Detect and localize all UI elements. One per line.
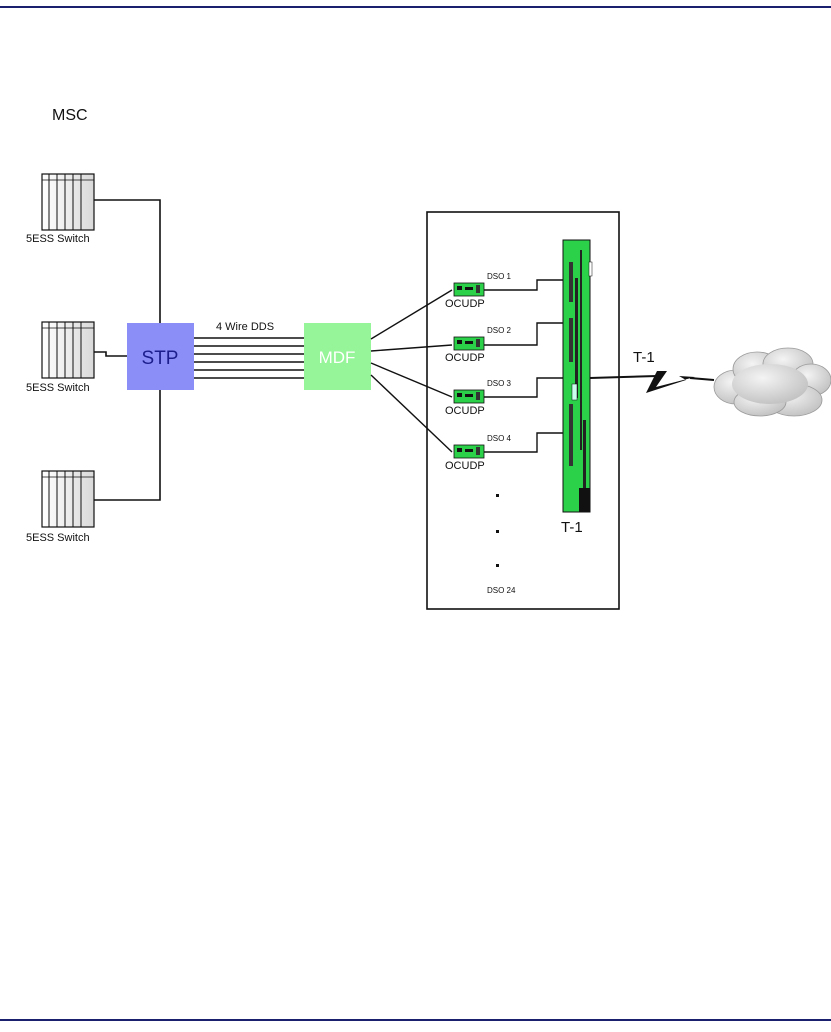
ocudp-label: OCUDP [445, 460, 485, 472]
channel-label: DSO 3 [487, 379, 512, 388]
t1-card[interactable]: T-1 [561, 239, 593, 536]
dds-label: 4 Wire DDS [216, 321, 274, 333]
ocudp-card-3[interactable]: DSO 3 OCUDP [445, 379, 512, 417]
mdf-fanout [370, 289, 453, 453]
switch-label: 5ESS Switch [26, 532, 90, 544]
t1-link-label: T-1 [633, 349, 655, 366]
channel-label: DSO 1 [487, 272, 512, 281]
t1-card-label: T-1 [561, 519, 583, 536]
ellipsis-dots-icon [496, 494, 499, 567]
network-cloud-icon [713, 347, 831, 417]
switch-cabinet-icon [41, 470, 95, 528]
switch-1[interactable]: 5ESS Switch [26, 173, 95, 245]
circuit-card-icon [453, 389, 485, 404]
switch-label: 5ESS Switch [26, 382, 90, 394]
ocudp-card-2[interactable]: DSO 2 OCUDP [445, 326, 512, 364]
last-channel-label: DSO 24 [487, 586, 516, 595]
msc-label: MSC [52, 107, 88, 124]
switch-cabinet-icon [41, 173, 95, 231]
bottom-rule [0, 1019, 831, 1021]
ocudp-label: OCUDP [445, 405, 485, 417]
switch-wiring [94, 199, 161, 501]
t1-link: T-1 [589, 349, 715, 393]
channel-bank-frame [426, 211, 620, 610]
circuit-card-icon [453, 336, 485, 351]
stp-label: STP [142, 348, 179, 369]
switch-3[interactable]: 5ESS Switch [26, 470, 95, 544]
mdf-label: MDF [319, 348, 356, 367]
lightning-bolt-icon [646, 371, 695, 393]
stp-node[interactable]: STP [127, 323, 194, 390]
ocudp-label: OCUDP [445, 298, 485, 310]
switch-cabinet-icon [41, 321, 95, 379]
dds-wires [194, 337, 304, 379]
mdf-node[interactable]: MDF [304, 323, 371, 390]
ocudp-card-1[interactable]: DSO 1 OCUDP [445, 272, 512, 310]
ocudp-wiring [484, 279, 565, 453]
channel-label: DSO 4 [487, 434, 512, 443]
switch-label: 5ESS Switch [26, 233, 90, 245]
channel-label: DSO 2 [487, 326, 512, 335]
circuit-card-icon [453, 282, 485, 297]
ocudp-card-4[interactable]: DSO 4 OCUDP [445, 434, 512, 472]
t1-board-icon [562, 239, 593, 513]
top-rule [0, 6, 831, 8]
ocudp-label: OCUDP [445, 352, 485, 364]
circuit-card-icon [453, 444, 485, 459]
switch-2[interactable]: 5ESS Switch [26, 321, 95, 394]
